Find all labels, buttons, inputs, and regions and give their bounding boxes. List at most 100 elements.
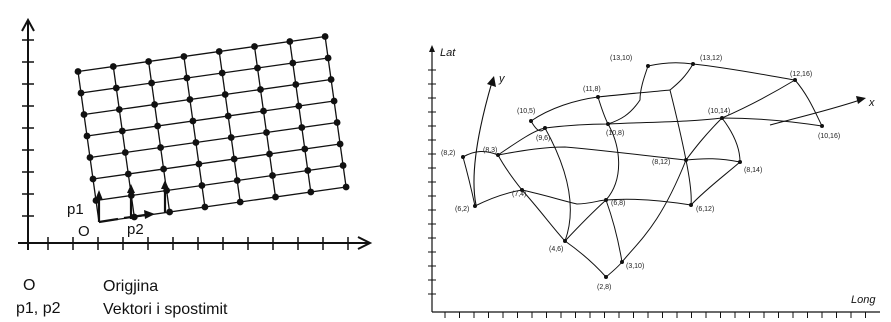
grid-node <box>272 193 279 201</box>
node-label-8-2: (8,2) <box>441 150 455 157</box>
node-label-6-8: (6,8) <box>611 200 625 207</box>
displacement-vectors <box>95 180 169 224</box>
grid-node <box>192 139 200 146</box>
mesh-row-mid <box>462 117 823 158</box>
grid-node <box>224 112 232 120</box>
grid-column-line <box>183 56 206 208</box>
lat-axis-arrowhead <box>429 45 435 52</box>
grid-node <box>257 86 264 93</box>
node-8-2 <box>461 155 465 159</box>
grid-node <box>86 154 94 161</box>
node-8-12 <box>684 158 688 162</box>
grid-node <box>157 144 165 151</box>
grid-node <box>260 107 267 115</box>
shifted-vector-1-arrowhead <box>127 184 135 193</box>
grid-node <box>215 48 223 55</box>
right-axis-ticks <box>428 69 866 318</box>
node-12-16 <box>793 78 797 82</box>
grid-node <box>195 160 203 168</box>
node-4-6 <box>563 239 567 243</box>
node-10-8 <box>606 122 610 126</box>
legend-vectors-symbol: p1, p2 <box>16 300 61 317</box>
grid-node <box>254 64 261 72</box>
node-label-6-2: (6,2) <box>455 206 469 213</box>
node-label-8-12: (8,12) <box>652 159 670 166</box>
mesh-diag-6 <box>685 117 723 161</box>
grid-node <box>183 74 191 82</box>
node-3-10 <box>620 260 624 264</box>
grid-node <box>201 203 209 211</box>
node-label-7-4: (7,4) <box>512 191 526 198</box>
grid-node <box>221 91 229 98</box>
node-label-13-10: (13,10) <box>610 55 632 62</box>
grid-row-line <box>77 35 326 73</box>
mesh-diag-4 <box>605 261 623 278</box>
node-8-14 <box>738 160 742 164</box>
node-10-16 <box>820 124 824 128</box>
grid-nodes <box>74 33 350 221</box>
mesh-row-lower <box>497 146 741 163</box>
grid-node <box>266 150 273 158</box>
node-label-8-14: (8,14) <box>744 167 762 174</box>
mesh-col-3 <box>530 120 607 278</box>
grid-node <box>83 132 91 140</box>
p2-vector-dash-2 <box>123 213 146 220</box>
mesh-row-top <box>647 62 823 127</box>
grid-node <box>109 63 117 70</box>
grid-node <box>295 102 303 110</box>
mesh-col-1 <box>462 156 476 207</box>
grid-node <box>342 183 350 191</box>
origin-label: O <box>78 223 90 240</box>
lat-axis-label: Lat <box>440 47 456 59</box>
grid-node <box>112 84 120 92</box>
node-label-4-6: (4,6) <box>549 246 563 253</box>
local-x-label: x <box>868 97 875 109</box>
p1-arrowhead <box>95 190 103 200</box>
grid-node <box>304 167 312 174</box>
left-y-axis-arrowhead <box>21 17 35 32</box>
mesh-diag-7 <box>690 161 741 206</box>
grid-node <box>269 172 276 179</box>
grid-column-line <box>324 36 347 188</box>
node-label-13-12: (13,12) <box>700 55 722 62</box>
mesh-col-2 <box>497 154 523 191</box>
grid-row-line <box>95 164 344 202</box>
grid-node <box>236 198 244 206</box>
grid-node <box>115 106 123 113</box>
grid-node <box>263 129 270 136</box>
grid-node <box>121 149 129 156</box>
local-x-arrowhead <box>856 96 866 104</box>
grid-node <box>289 59 297 67</box>
grid-node <box>118 127 126 135</box>
grid-node <box>286 38 294 45</box>
node-label-2-8: (2,8) <box>597 284 611 291</box>
mesh-diag-1 <box>564 199 607 242</box>
local-axes <box>473 76 866 206</box>
grid-node <box>251 43 258 50</box>
right-coordinate-axes <box>429 45 880 313</box>
grid-node <box>336 140 344 148</box>
mesh-col-6 <box>669 63 694 206</box>
local-y-label: y <box>498 73 506 85</box>
node-10-5 <box>529 119 533 123</box>
node-13-10 <box>646 64 650 68</box>
node-label-10-16: (10,16) <box>818 133 840 140</box>
grid-node <box>298 124 306 131</box>
displacement-grid <box>77 35 347 223</box>
node-7-4 <box>520 188 524 192</box>
grid-node <box>333 119 341 126</box>
node-6-2 <box>473 204 477 208</box>
mesh-diag-5 <box>521 189 566 242</box>
node-label-11-8: (11,8) <box>583 86 601 93</box>
local-y-axis <box>473 81 493 206</box>
long-axis-label: Long <box>851 294 876 306</box>
left-x-axis-arrowhead <box>357 236 373 250</box>
node-label-8-3: (8,3) <box>483 147 497 154</box>
curvilinear-mesh <box>462 62 823 278</box>
p2-arrowhead <box>144 210 155 219</box>
grid-node <box>124 170 132 178</box>
grid-node <box>186 96 194 103</box>
grid-row-line <box>89 121 338 159</box>
node-10-14 <box>720 116 724 120</box>
node-label-6-12: (6,12) <box>696 206 714 213</box>
